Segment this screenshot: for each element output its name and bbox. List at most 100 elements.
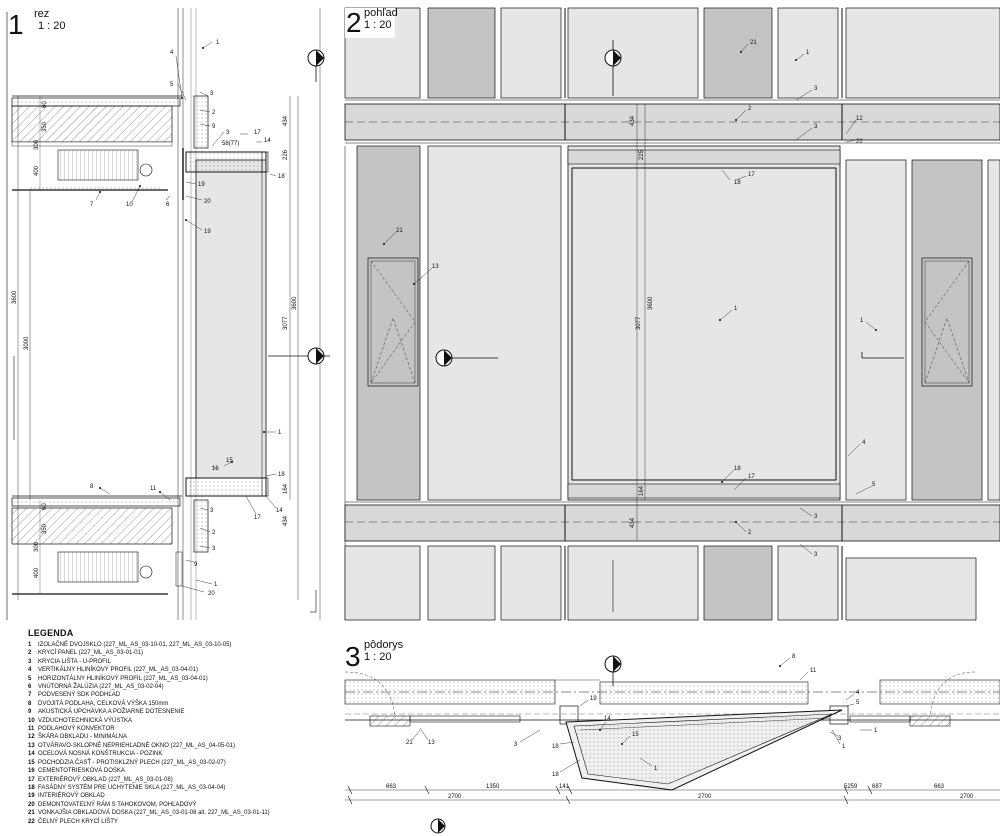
- glass-unit: [195, 159, 267, 479]
- section-tag: 17: [254, 130, 261, 136]
- panel: [845, 557, 977, 621]
- elevation-tag: 13: [432, 264, 439, 270]
- legend-item-text: PODLAHOVÝ KONVEKTOR: [38, 726, 115, 733]
- legend-item-number: 11: [28, 726, 35, 733]
- section-tag: 14: [264, 138, 271, 144]
- legend-item-text: OCEĽOVÁ NOSNÁ KONŠTRUKCIA - POZINK: [38, 751, 163, 758]
- plan-dim: 2700: [960, 794, 974, 800]
- top-cladding-box: [185, 151, 267, 173]
- window-glass: [571, 167, 837, 481]
- legend-item-number: 8: [28, 700, 32, 707]
- elevation-dim: 434: [630, 517, 636, 528]
- elevation-tag: 21: [396, 228, 403, 234]
- section-view: 1 4 5 3 2 9 3 17 14 18 19 20 19 6 10 7 1…: [6, 8, 330, 620]
- elevation-dim: 164: [639, 485, 645, 496]
- legend-item-number: 21: [28, 810, 35, 817]
- legend-item-number: 4: [28, 667, 32, 674]
- section-dim: 3077: [283, 316, 289, 330]
- section-dim: 60: [42, 101, 48, 108]
- panel: [427, 145, 562, 501]
- panel-dark: [703, 7, 773, 99]
- elevation-marker-mid: [435, 349, 904, 367]
- panel: [567, 7, 699, 99]
- plan-tag: 19: [590, 696, 597, 702]
- legend-item-number: 10: [28, 717, 35, 724]
- section-tag: 1: [214, 582, 218, 588]
- elevation-marker-top: [604, 40, 622, 96]
- legend-item-number: 15: [28, 759, 35, 766]
- plan-tag: 4: [856, 690, 860, 696]
- elevation-dim: 3600: [648, 296, 654, 310]
- legend-item-number: 18: [28, 784, 35, 791]
- elevation-tag: 1: [734, 306, 738, 312]
- elevation-view-number: 2: [346, 7, 362, 38]
- elevation-tag: 3: [814, 552, 818, 558]
- section-tag: 18: [278, 472, 285, 478]
- section-dim: 164: [283, 483, 289, 494]
- plan-tag: 5: [856, 700, 860, 706]
- section-tag: 1: [278, 430, 282, 436]
- elevation-tag: 18: [734, 466, 741, 472]
- section-tag: 19: [198, 182, 205, 188]
- legend-item-text: INTERIÉROVÝ OBKLAD: [38, 793, 105, 800]
- section-tag: 3: [210, 508, 214, 514]
- section-tag: 6: [166, 202, 170, 208]
- section-tag: 20: [204, 199, 211, 205]
- elevation-view-title: pohľad: [364, 7, 398, 19]
- plan-view-title: pôdorys: [364, 639, 404, 651]
- legend-item-number: 14: [28, 751, 35, 758]
- plan-tag: 3: [514, 742, 518, 748]
- section-tag: 18: [278, 174, 285, 180]
- section-dim: 300: [34, 139, 40, 150]
- tilt-window-left: [367, 257, 419, 387]
- legend-item-text: FASÁDNY SYSTÉM PRE UCHYTENIE SKLA (227_M…: [38, 784, 226, 791]
- elevation-tag: 22: [856, 139, 863, 145]
- elevation-dim: 434: [630, 115, 636, 126]
- legend-item-text: VONKAJŠIA OBKLADOVÁ DOSKA (227_ML_AS_03-…: [38, 810, 270, 817]
- plan-dim: 2700: [698, 794, 712, 800]
- legend-item-number: 6: [28, 684, 32, 691]
- legend-title: LEGENDA: [28, 628, 74, 638]
- legend-item-text: VZDUCHOTECHNICKÁ VÝÚSTKA: [38, 717, 133, 724]
- legend-item-text: POCHODZIA ČASŤ - PROTISKLZNÝ PLECH (227_…: [38, 759, 226, 766]
- plan-tag: 21: [406, 740, 413, 746]
- lower-slab: [11, 507, 173, 545]
- plan-tag: 1: [654, 766, 658, 772]
- legend-item-text: KRYCIA LIŠTA - U-PROFIL: [38, 658, 111, 665]
- elevation-tag: 17: [748, 474, 755, 480]
- panel: [777, 545, 839, 621]
- legend-item-text: PODVESENÝ SDK PODHĽAD: [38, 692, 121, 699]
- window-sill: [567, 483, 841, 499]
- legend-item-text: ŠKÁRA OBKLADU - MINIMÁLNA: [38, 734, 128, 741]
- elevation-dim: 3077: [636, 316, 642, 330]
- plan-dim: 663: [934, 784, 945, 790]
- section-tag: 19: [204, 229, 211, 235]
- section-dim: 400: [34, 165, 40, 176]
- elevation-tag: 1: [860, 318, 864, 324]
- legend-item-number: 9: [28, 709, 32, 716]
- plan-floor-right: [879, 679, 1000, 705]
- legend-item-text: CEMENTOTRIESKOVÁ DOSKA: [38, 768, 125, 775]
- plan-tag: 1: [874, 728, 878, 734]
- panel: [845, 159, 907, 501]
- section-dim: 350: [42, 121, 48, 132]
- section-view-title: rez: [34, 8, 49, 20]
- section-marker-top: [307, 49, 325, 82]
- ventilation-duct: [57, 149, 139, 181]
- elevation-tag: 1: [806, 50, 810, 56]
- legend-item-text: ČELNÝ PLECH KRYCÍ LIŠTY: [38, 818, 118, 825]
